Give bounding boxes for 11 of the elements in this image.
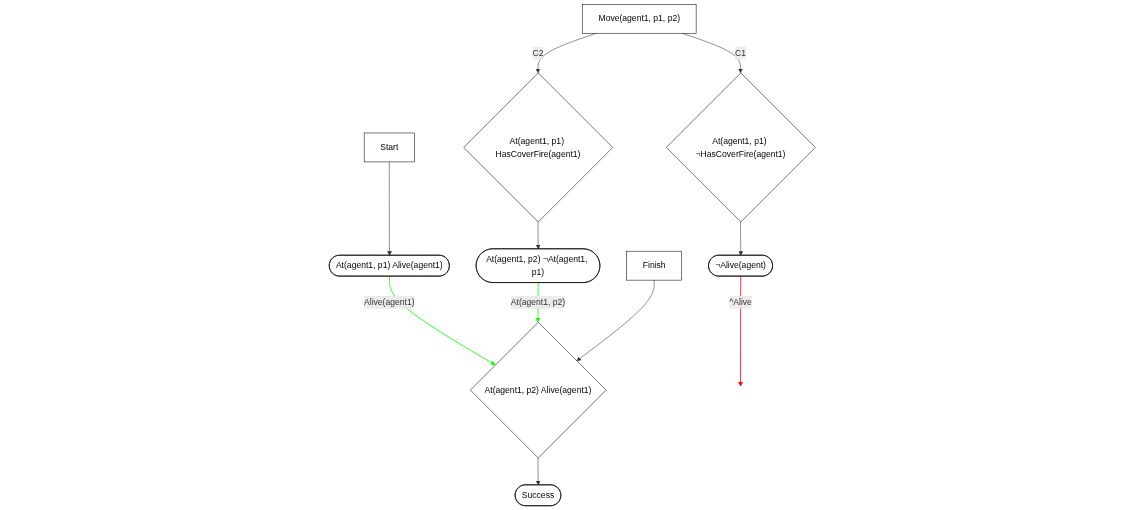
node-box: Move(agent1, p1, p2) xyxy=(581,4,697,34)
node-diamond: At(agent1, p1) HasCoverFire(agent1) xyxy=(463,72,613,223)
edge-label: Alive(agent1) xyxy=(363,297,415,307)
node-diamond: At(agent1, p2) Alive(agent1) xyxy=(469,321,607,459)
node-box: Start xyxy=(363,132,415,163)
edge-label: C2 xyxy=(532,48,544,58)
node-diamond: At(agent1, p1) ¬HasCoverFire(agent1) xyxy=(665,72,816,223)
edge-label: At(agent1, p2) xyxy=(510,297,565,307)
edge-label: C1 xyxy=(734,48,746,58)
edge-label: ^Alive xyxy=(728,297,752,307)
node-box: Finish xyxy=(626,250,682,281)
